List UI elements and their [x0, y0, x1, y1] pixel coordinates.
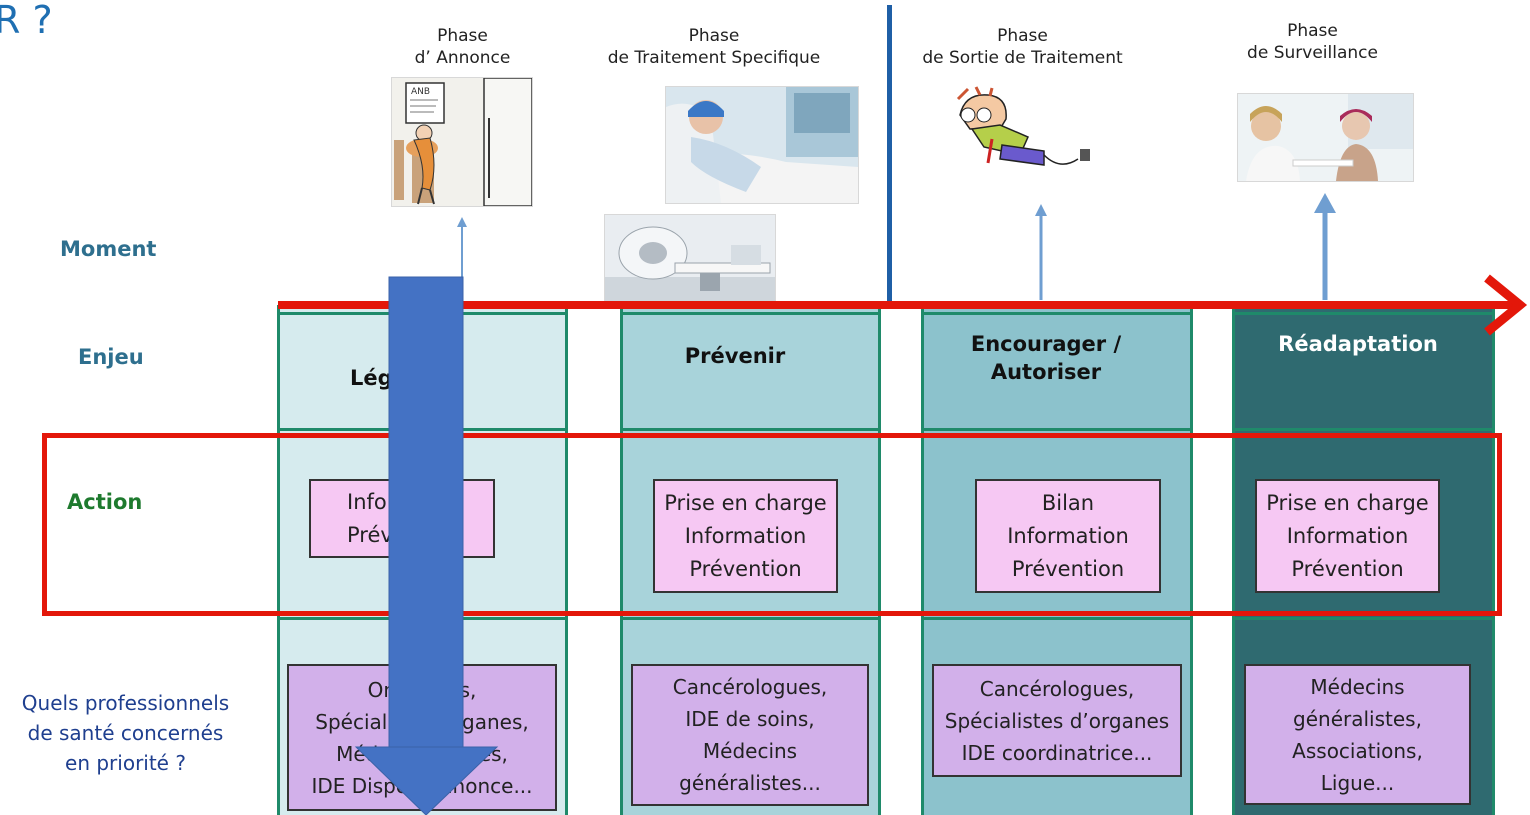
- label-band: [12, 210, 317, 815]
- sortie-illustration: [940, 85, 1100, 180]
- up-arrow-surveillance: [1314, 193, 1336, 300]
- column-gap-3: [1193, 305, 1232, 815]
- traitement-patient-photo: [665, 86, 859, 204]
- enjeu-annonce: Lég: [350, 366, 393, 390]
- row-label-action: Action: [67, 490, 143, 514]
- enjeu-surveillance: Réadaptation: [1278, 332, 1438, 356]
- column-gap-1: [568, 305, 620, 815]
- corner-title-fragment: R ?: [0, 0, 53, 42]
- up-arrow-sortie: [1035, 204, 1047, 300]
- annonce-illustration: ANB: [391, 77, 533, 207]
- row-label-enjeu: Enjeu: [78, 345, 144, 369]
- action-highlight-frame: [42, 433, 1502, 616]
- radiotherapy-photo: [604, 214, 776, 304]
- enjeu-traitement: Prévenir: [684, 344, 786, 368]
- surveillance-photo: [1237, 93, 1414, 182]
- timeline-arrow: [278, 274, 1528, 336]
- chart-card-text: ANB: [411, 87, 430, 97]
- vertical-divider: [887, 5, 892, 305]
- row-label-moment: Moment: [60, 237, 157, 261]
- big-down-arrow: [354, 276, 499, 815]
- row-label-professionnels: Quels professionnels de santé concernés …: [21, 691, 230, 775]
- column-gap-2: [881, 305, 921, 815]
- enjeu-sortie: Encourager /Autoriser: [970, 332, 1122, 384]
